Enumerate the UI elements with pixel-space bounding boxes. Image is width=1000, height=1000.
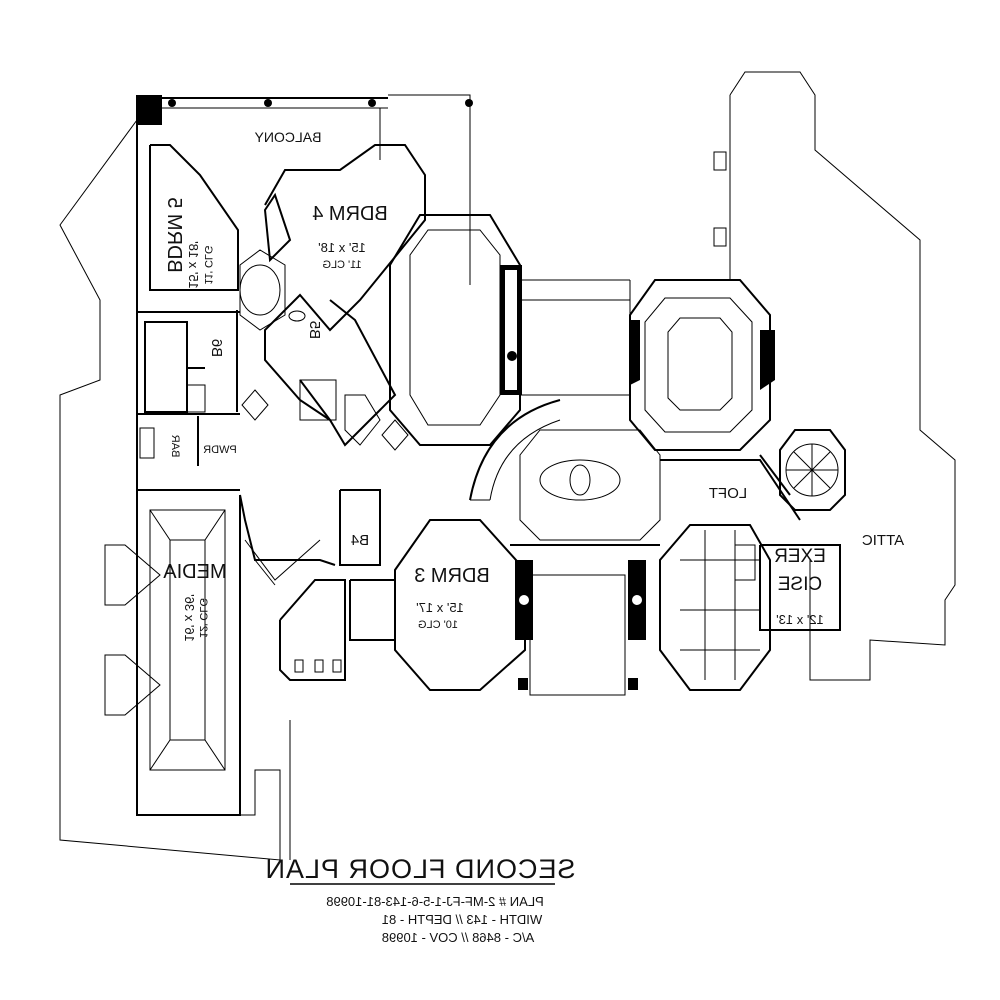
bdrm4-tub-area: [239, 249, 381, 446]
pwdr-label: PWDR: [203, 444, 237, 456]
bdrm4-name: BDRM 4: [312, 203, 388, 225]
exercise-name-2: CISE: [778, 574, 822, 595]
bar-label: BAR: [169, 435, 181, 458]
foyer-stair: [469, 399, 661, 546]
bdrm3-walls: [239, 489, 526, 691]
plan-area: A/C - 8468 // COV - 10998: [382, 930, 534, 945]
bdrm5-size: 15' x 18': [186, 241, 201, 289]
bdrm4-size: 15' x 18': [318, 240, 366, 255]
b4-label: B4: [351, 532, 369, 549]
plan-dimensions: WIDTH - 143 // DEPTH - 81: [382, 912, 542, 927]
bdrm5-clg: 11' CLG: [202, 245, 214, 284]
loft-label: LOFT: [709, 485, 747, 502]
diamond-markers: [241, 389, 409, 451]
media-clg: 12' CLG: [197, 598, 209, 638]
title-block: SECOND FLOOR PLAN PLAN # 2-MF-FJ-1-5-6-1…: [264, 854, 575, 945]
exercise-name-1: EXER: [774, 546, 826, 567]
bdrm5-name: BDRM 5: [163, 197, 185, 273]
plan-number: PLAN # 2-MF-FJ-1-5-6-143-81-10998: [326, 894, 543, 909]
media-roof-hatch: [104, 509, 226, 771]
octagon-room-right: [629, 279, 775, 451]
room-labels: BALCONY BDRM 5 15' x 18' 11' CLG BDRM 4 …: [163, 129, 904, 642]
b6-label: B6: [208, 339, 225, 357]
attic-label: ATTIC: [862, 532, 904, 549]
octagon-room-left: [389, 214, 631, 446]
lower-stair-thin: [244, 539, 342, 673]
front-porch: [515, 560, 646, 696]
grid-octagon-room: [659, 524, 771, 691]
exercise-loft-walls: [660, 454, 841, 631]
bdrm4-walls: [263, 144, 426, 447]
left-wing-walls: [136, 95, 241, 816]
roof-outline: [59, 71, 956, 861]
b5-label: B5: [306, 321, 323, 339]
media-name: MEDIA: [163, 561, 227, 583]
plan-title: SECOND FLOOR PLAN: [264, 854, 575, 884]
bdrm3-size: 15' x 17': [416, 600, 464, 615]
bdrm4-clg: 11' CLG: [322, 259, 361, 271]
bdrm3-clg: 10' CLG: [418, 619, 458, 631]
balcony-label: BALCONY: [254, 129, 322, 145]
spiral-stair: [779, 429, 846, 511]
bdrm3-name: BDRM 3: [414, 565, 490, 587]
balcony-area: [137, 95, 473, 160]
exercise-size: 12' x 13': [776, 612, 824, 627]
media-size: 16' x 36': [182, 594, 197, 642]
